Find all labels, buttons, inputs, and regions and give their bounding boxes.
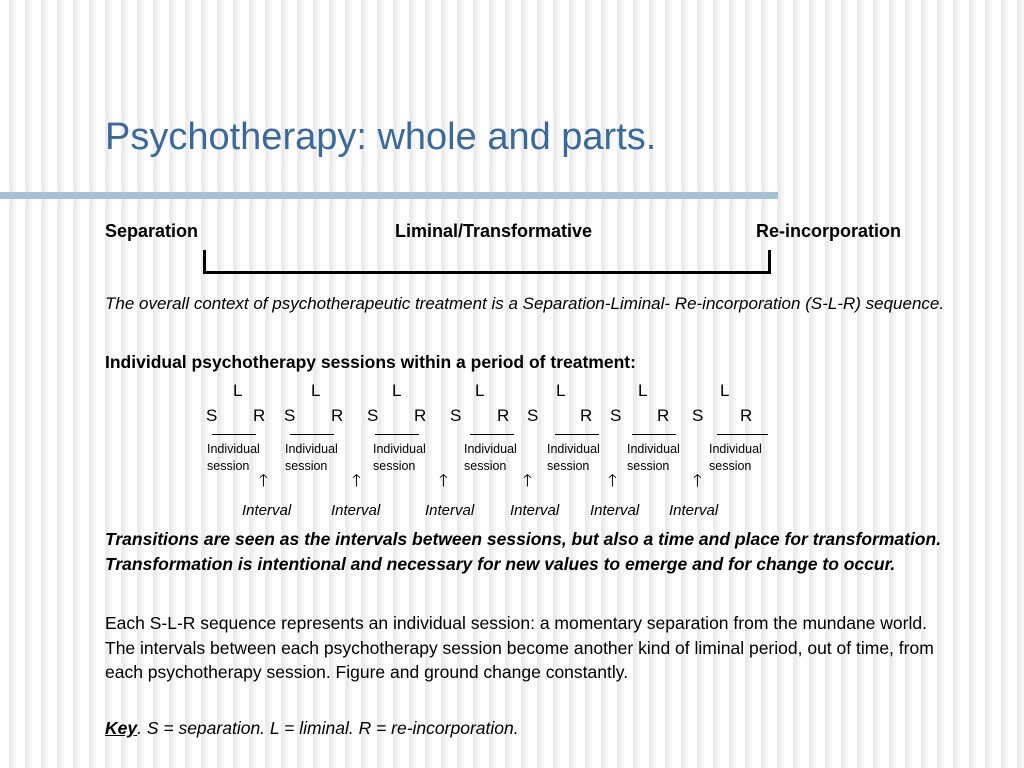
interval-label: Interval: [510, 502, 560, 519]
session-7-separation: S: [692, 406, 704, 425]
session-6-reincorporation: R: [657, 406, 670, 425]
session-7-underline: [717, 434, 768, 435]
phase-reincorporation-label: Re-incorporation: [756, 221, 902, 241]
interval-arrow-icon: 🡑: [259, 471, 268, 490]
session-4-reincorporation: R: [497, 406, 510, 425]
session-4-separation: S: [450, 406, 462, 425]
session-1-underline: [212, 434, 256, 435]
session-2-underline: [290, 434, 334, 435]
title-underline: [0, 192, 778, 199]
session-2-liminal: L: [311, 381, 321, 400]
key-text: . S = separation. L = liminal. R = re-in…: [137, 718, 519, 738]
slr-explanation-paragraph: Each S-L-R sequence represents an indivi…: [105, 613, 934, 682]
session-5-underline: [555, 434, 599, 435]
interval-label: Interval: [331, 502, 381, 519]
interval-label: Interval: [590, 502, 640, 519]
session-2-separation: S: [284, 406, 296, 425]
interval-arrow-icon: 🡑: [608, 471, 617, 490]
interval-arrow-icon: 🡑: [439, 471, 448, 490]
transitions-paragraph: Transitions are seen as the intervals be…: [105, 529, 942, 574]
session-3-separation: S: [367, 406, 379, 425]
session-1-reincorporation: R: [253, 406, 266, 425]
key-label: Key: [105, 718, 138, 738]
session-6-liminal: L: [638, 381, 648, 400]
phase-liminal-label: Liminal/Transformative: [395, 221, 593, 241]
interval-arrow-icon: 🡑: [352, 471, 361, 490]
session-7-reincorporation: R: [740, 406, 753, 425]
session-2-reincorporation: R: [331, 406, 344, 425]
session-5-separation: S: [527, 406, 539, 425]
sessions-heading: Individual psychotherapy sessions within…: [105, 352, 636, 372]
session-3-underline: [375, 434, 419, 435]
session-4-liminal: L: [475, 381, 485, 400]
interval-arrow-icon: 🡑: [523, 471, 532, 490]
key-legend: Key. S = separation. L = liminal. R = re…: [105, 718, 519, 739]
interval-label: Interval: [242, 502, 292, 519]
session-5-reincorporation: R: [580, 406, 593, 425]
session-5-liminal: L: [556, 381, 566, 400]
session-4-underline: [470, 434, 514, 435]
session-1-separation: S: [206, 406, 218, 425]
session-6-separation: S: [610, 406, 622, 425]
slide-title: Psychotherapy: whole and parts.: [105, 116, 657, 158]
session-7-liminal: L: [720, 381, 730, 400]
session-3-liminal: L: [392, 381, 402, 400]
slr-bracket: [203, 250, 771, 274]
context-description: The overall context of psychotherapeutic…: [105, 294, 945, 313]
session-3-reincorporation: R: [414, 406, 427, 425]
interval-label: Interval: [425, 502, 475, 519]
interval-label: Interval: [669, 502, 719, 519]
session-1-liminal: L: [233, 381, 243, 400]
interval-arrow-icon: 🡑: [693, 471, 702, 490]
session-6-underline: [632, 434, 676, 435]
phase-separation-label: Separation: [105, 221, 199, 241]
